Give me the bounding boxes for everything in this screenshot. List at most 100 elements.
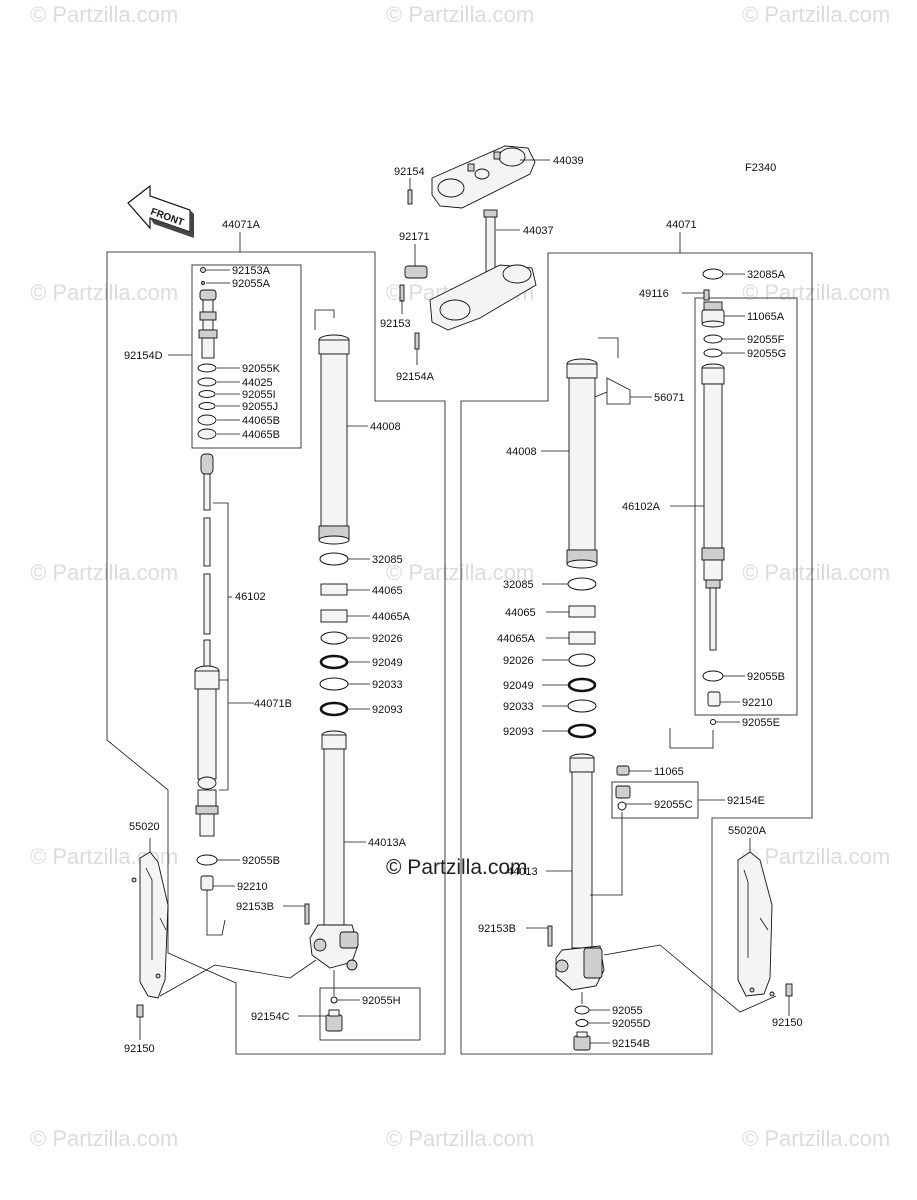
part-label-92210-right: 92210 — [742, 697, 773, 709]
part-label-92154A: 92154A — [396, 371, 435, 383]
steering-stem — [404, 209, 537, 331]
bolt — [414, 332, 420, 350]
part-label-92154C: 92154C — [251, 1011, 290, 1023]
part-label-44008-right: 44008 — [506, 446, 537, 458]
watermark: © Partzilla.com — [386, 1126, 534, 1151]
collar-92210-right — [707, 691, 721, 707]
part-label-92210-left: 92210 — [237, 881, 268, 893]
nut-11065 — [616, 765, 630, 776]
outer-tube-left — [318, 334, 350, 545]
part-label-44008-left: 44008 — [370, 421, 401, 433]
part-label-49116: 49116 — [639, 288, 669, 300]
part-label-92153A: 92153A — [232, 265, 271, 277]
part-label-92055F: 92055F — [747, 334, 785, 346]
right-assembly-outline — [460, 252, 813, 1055]
watermark: © Partzilla.com — [742, 280, 890, 305]
part-label-44071B: 44071B — [254, 698, 292, 710]
watermark: © Partzilla.com — [386, 560, 534, 585]
watermark: © Partzilla.com — [742, 1126, 890, 1151]
part-label-44065-left: 44065 — [372, 585, 403, 597]
damper-cartridge — [198, 289, 218, 359]
bolt-92153B-left — [304, 903, 310, 925]
part-label-32085-left: 32085 — [372, 554, 403, 566]
part-label-92153: 92153 — [380, 318, 411, 330]
part-label-92049-left: 92049 — [372, 657, 403, 669]
part-label-55020A: 55020A — [728, 825, 767, 837]
bolt-92153B-right — [547, 925, 553, 947]
part-label-92055E: 92055E — [742, 717, 780, 729]
part-label-44065B: 44065B — [242, 415, 280, 427]
part-label-92055J: 92055J — [242, 401, 278, 413]
part-label-44065A-left: 44065A — [372, 611, 411, 623]
part-label-56071: 56071 — [654, 392, 685, 404]
part-label-92150-right: 92150 — [772, 1017, 803, 1029]
label-56071 — [606, 377, 631, 405]
front-arrow: FRONT — [127, 184, 194, 238]
part-label-92055G: 92055G — [747, 348, 786, 360]
watermark: © Partzilla.com — [30, 2, 178, 27]
watermark: © Partzilla.com — [742, 844, 890, 869]
fork-guard-55020A — [737, 851, 775, 997]
watermark: © Partzilla.com — [742, 560, 890, 585]
part-label-92154: 92154 — [394, 166, 425, 178]
part-label-46102A: 46102A — [622, 501, 661, 513]
part-label-32085A: 32085A — [747, 269, 786, 281]
watermark: © Partzilla.com — [30, 560, 178, 585]
part-label-92055I: 92055I — [242, 389, 276, 401]
cartridge-44071B — [194, 665, 220, 837]
collar-92210 — [200, 875, 214, 891]
bolt-92150-left — [136, 1004, 144, 1018]
bolt-92154B — [573, 1031, 591, 1051]
part-label-44065A-right: 44065A — [497, 633, 536, 645]
bolt-92150-right — [785, 983, 793, 997]
part-label-11065: 11065 — [654, 766, 684, 778]
part-label-92093-left: 92093 — [372, 704, 403, 716]
part-label-44013A: 44013A — [368, 837, 407, 849]
part-label-46102: 46102 — [235, 591, 266, 603]
bolt — [407, 189, 413, 205]
outer-tube-right — [566, 358, 598, 569]
fork-cap-11065A — [701, 301, 725, 328]
watermark: © Partzilla.com — [742, 2, 890, 27]
part-label-44065-right: 44065 — [505, 607, 536, 619]
part-label-92055D: 92055D — [612, 1018, 651, 1030]
part-label-44013: 44013 — [507, 866, 538, 878]
watermark: © Partzilla.com — [30, 1126, 178, 1151]
part-label-92153B-left: 92153B — [236, 901, 274, 913]
part-label-44025: 44025 — [242, 377, 273, 389]
part-label-92154B: 92154B — [612, 1038, 650, 1050]
part-label-92033-right: 92033 — [503, 701, 534, 713]
part-label-44071A: 44071A — [222, 219, 261, 231]
upper-triple-clamp — [431, 145, 536, 209]
cartridge-46102A — [701, 363, 725, 651]
bolt — [399, 284, 405, 302]
diagram-code: F2340 — [745, 162, 776, 174]
part-label-11065A: 11065A — [747, 311, 785, 323]
part-label-92154D: 92154D — [124, 350, 163, 362]
part-label-92055: 92055 — [612, 1005, 643, 1017]
part-label-92049-right: 92049 — [503, 680, 534, 692]
bolt-92154C — [325, 1009, 343, 1032]
part-label-92055B-left: 92055B — [242, 855, 280, 867]
kit-box-92154D — [191, 264, 302, 449]
part-label-92055K: 92055K — [242, 363, 281, 375]
part-label-44065B: 44065B — [242, 429, 280, 441]
part-label-92055H: 92055H — [362, 995, 401, 1007]
part-label-32085-right: 32085 — [503, 579, 534, 591]
fork-guard-55020 — [131, 851, 169, 999]
watermark: © Partzilla.com — [386, 2, 534, 27]
part-label-92153B-right: 92153B — [478, 923, 516, 935]
part-label-92055A: 92055A — [232, 278, 271, 290]
left-assembly-outline — [106, 251, 446, 1055]
watermark: © Partzilla.com — [30, 280, 178, 305]
part-label-92026-left: 92026 — [372, 633, 403, 645]
part-label-92026-right: 92026 — [503, 655, 534, 667]
valve-49116 — [703, 289, 710, 301]
part-label-92150-left: 92150 — [124, 1043, 155, 1055]
inner-tube-left — [309, 730, 359, 971]
part-label-44039: 44039 — [553, 155, 584, 167]
part-label-44037: 44037 — [523, 225, 554, 237]
part-label-55020: 55020 — [129, 821, 160, 833]
part-label-92171: 92171 — [399, 231, 430, 243]
